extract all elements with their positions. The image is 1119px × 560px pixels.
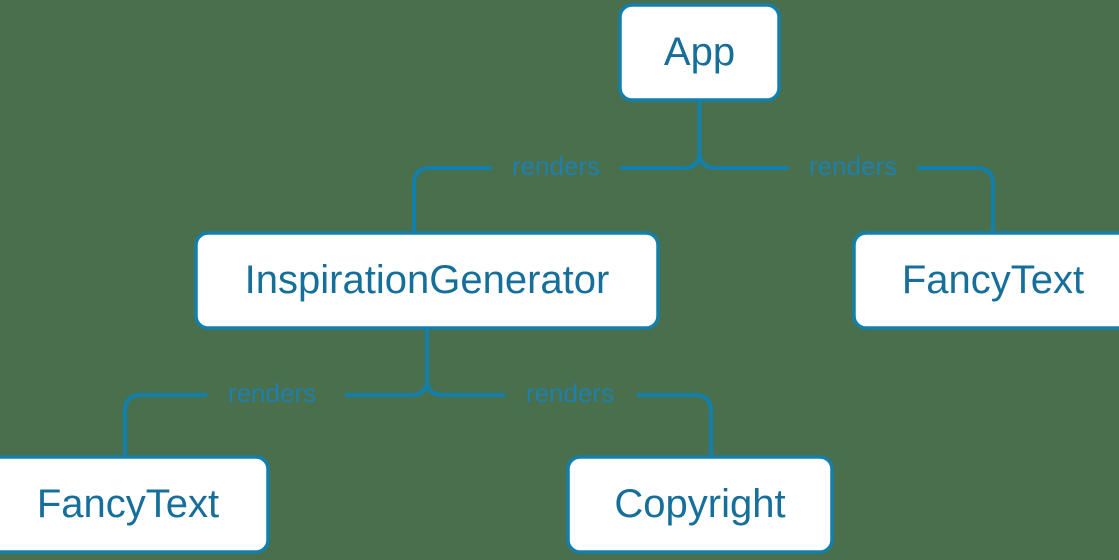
node-box-fancytext-right: [852, 231, 1119, 330]
node-box-copyright: [566, 455, 834, 554]
node-label-fancytext-bottom: FancyText: [37, 482, 219, 526]
node-inspiration-generator[interactable]: InspirationGenerator: [194, 231, 660, 330]
edge-labels-layer: renders renders renders renders: [228, 151, 897, 408]
node-label-fancytext-right: FancyText: [902, 258, 1084, 302]
node-label-copyright: Copyright: [614, 482, 785, 526]
node-copyright[interactable]: Copyright: [566, 455, 834, 554]
node-box-inspiration-generator: [194, 231, 660, 330]
edge-inspiration-to-copyright: [425, 328, 713, 457]
edge-label-app-to-fancytext-right: renders: [809, 151, 897, 181]
edge-label-inspiration-to-fancytext-bottom: renders: [228, 378, 316, 408]
edge-app-to-fancytext-right: [697, 100, 995, 233]
node-label-inspiration-generator: InspirationGenerator: [245, 258, 610, 302]
edges-layer: [123, 100, 995, 457]
node-app[interactable]: App: [618, 3, 781, 102]
node-fancytext-right[interactable]: FancyText: [852, 231, 1119, 330]
node-box-fancytext-bottom: [0, 455, 270, 554]
node-box-app: [618, 3, 781, 102]
node-label-app: App: [664, 30, 735, 74]
edge-label-app-to-inspiration-generator: renders: [512, 151, 600, 181]
edge-label-inspiration-to-copyright: renders: [526, 378, 614, 408]
node-fancytext-bottom[interactable]: FancyText: [0, 455, 270, 554]
